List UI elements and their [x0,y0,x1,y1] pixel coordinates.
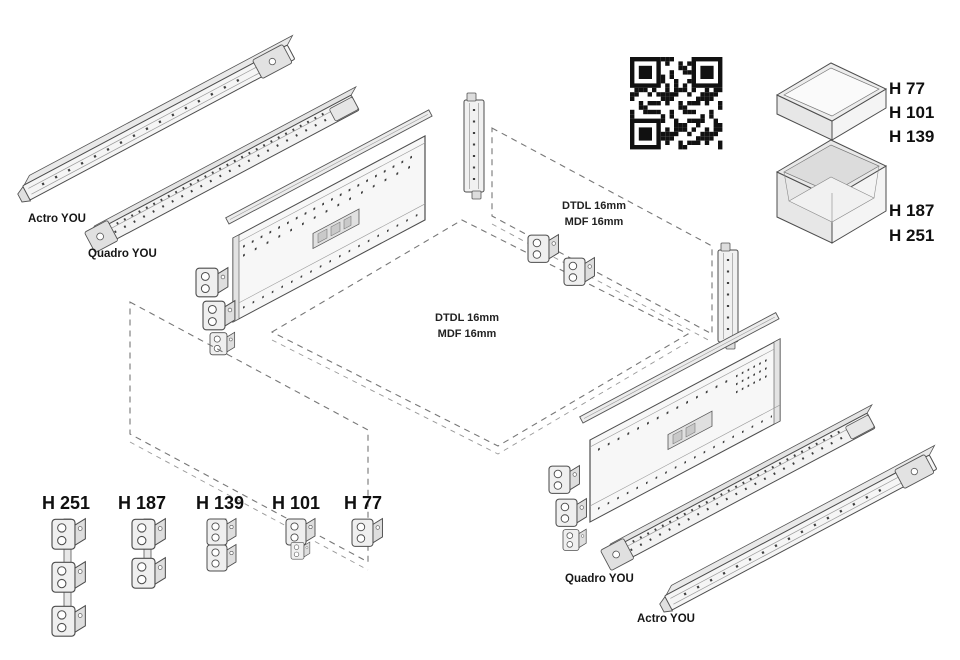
label-runner-actro-top: Actro YOU [28,213,86,225]
runner-actro-bottom [653,444,947,617]
hook-bracket-icon [195,267,229,298]
label-bracket-height: H 139 [196,493,244,513]
profile-strip-right [579,311,780,424]
hook-bracket-icon [555,498,587,527]
front-bracket-h139: H 139 [196,493,244,572]
label-bracket-height: H 251 [42,493,90,513]
clip-bracket-icon [563,257,595,286]
hook-bracket-icon [562,528,587,551]
front-bracket-h187: H 187 [118,493,166,589]
label-bottom-panel-material-1: DTDL 16mm [435,312,499,324]
label-back-panel-material-1: DTDL 16mm [562,200,626,212]
label-runner-quadro-bottom: Quadro YOU [565,573,634,585]
front-bracket-h77: H 77 [344,493,383,547]
label-bracket-height: H 77 [344,493,382,513]
drawer-box-shallow [775,62,888,141]
hook-bracket-icon [202,300,236,331]
label-box-height: H 187 [889,201,934,220]
bottom-panel-outline [270,219,690,455]
hook-brackets-right [548,465,587,551]
drawer-side-panel-right [589,338,781,523]
front-bracket-h101: H 101 [272,493,320,560]
profile-strip-left [225,109,433,225]
label-back-panel-material-2: MDF 16mm [565,216,624,228]
back-panel-outline [491,127,713,343]
clip-bracket-icon [527,234,559,263]
label-runner-actro-bottom: Actro YOU [637,613,695,625]
drawer-box-deep [775,139,888,244]
label-bracket-height: H 101 [272,493,320,513]
label-box-height: H 139 [889,127,934,146]
back-panel-clips [527,234,595,286]
label-box-height: H 77 [889,79,925,98]
back-connector-right [716,241,740,351]
front-bracket-h251: H 251 [42,493,90,637]
hook-brackets-left [195,267,236,356]
label-bracket-height: H 187 [118,493,166,513]
front-bracket-height-options: H 251 H 187 H 139 H 101 H 77 [42,493,383,637]
label-runner-quadro-top: Quadro YOU [88,248,157,260]
runner-actro-top [11,34,305,207]
hook-bracket-icon [548,465,580,494]
label-bottom-panel-material-2: MDF 16mm [438,328,497,340]
back-connector-left [462,91,486,201]
qr-code-icon [627,54,726,153]
drawer-side-panel-left [232,134,426,323]
front-panel-outline [129,301,369,571]
label-box-height: H 251 [889,226,934,245]
label-box-height: H 101 [889,103,934,122]
